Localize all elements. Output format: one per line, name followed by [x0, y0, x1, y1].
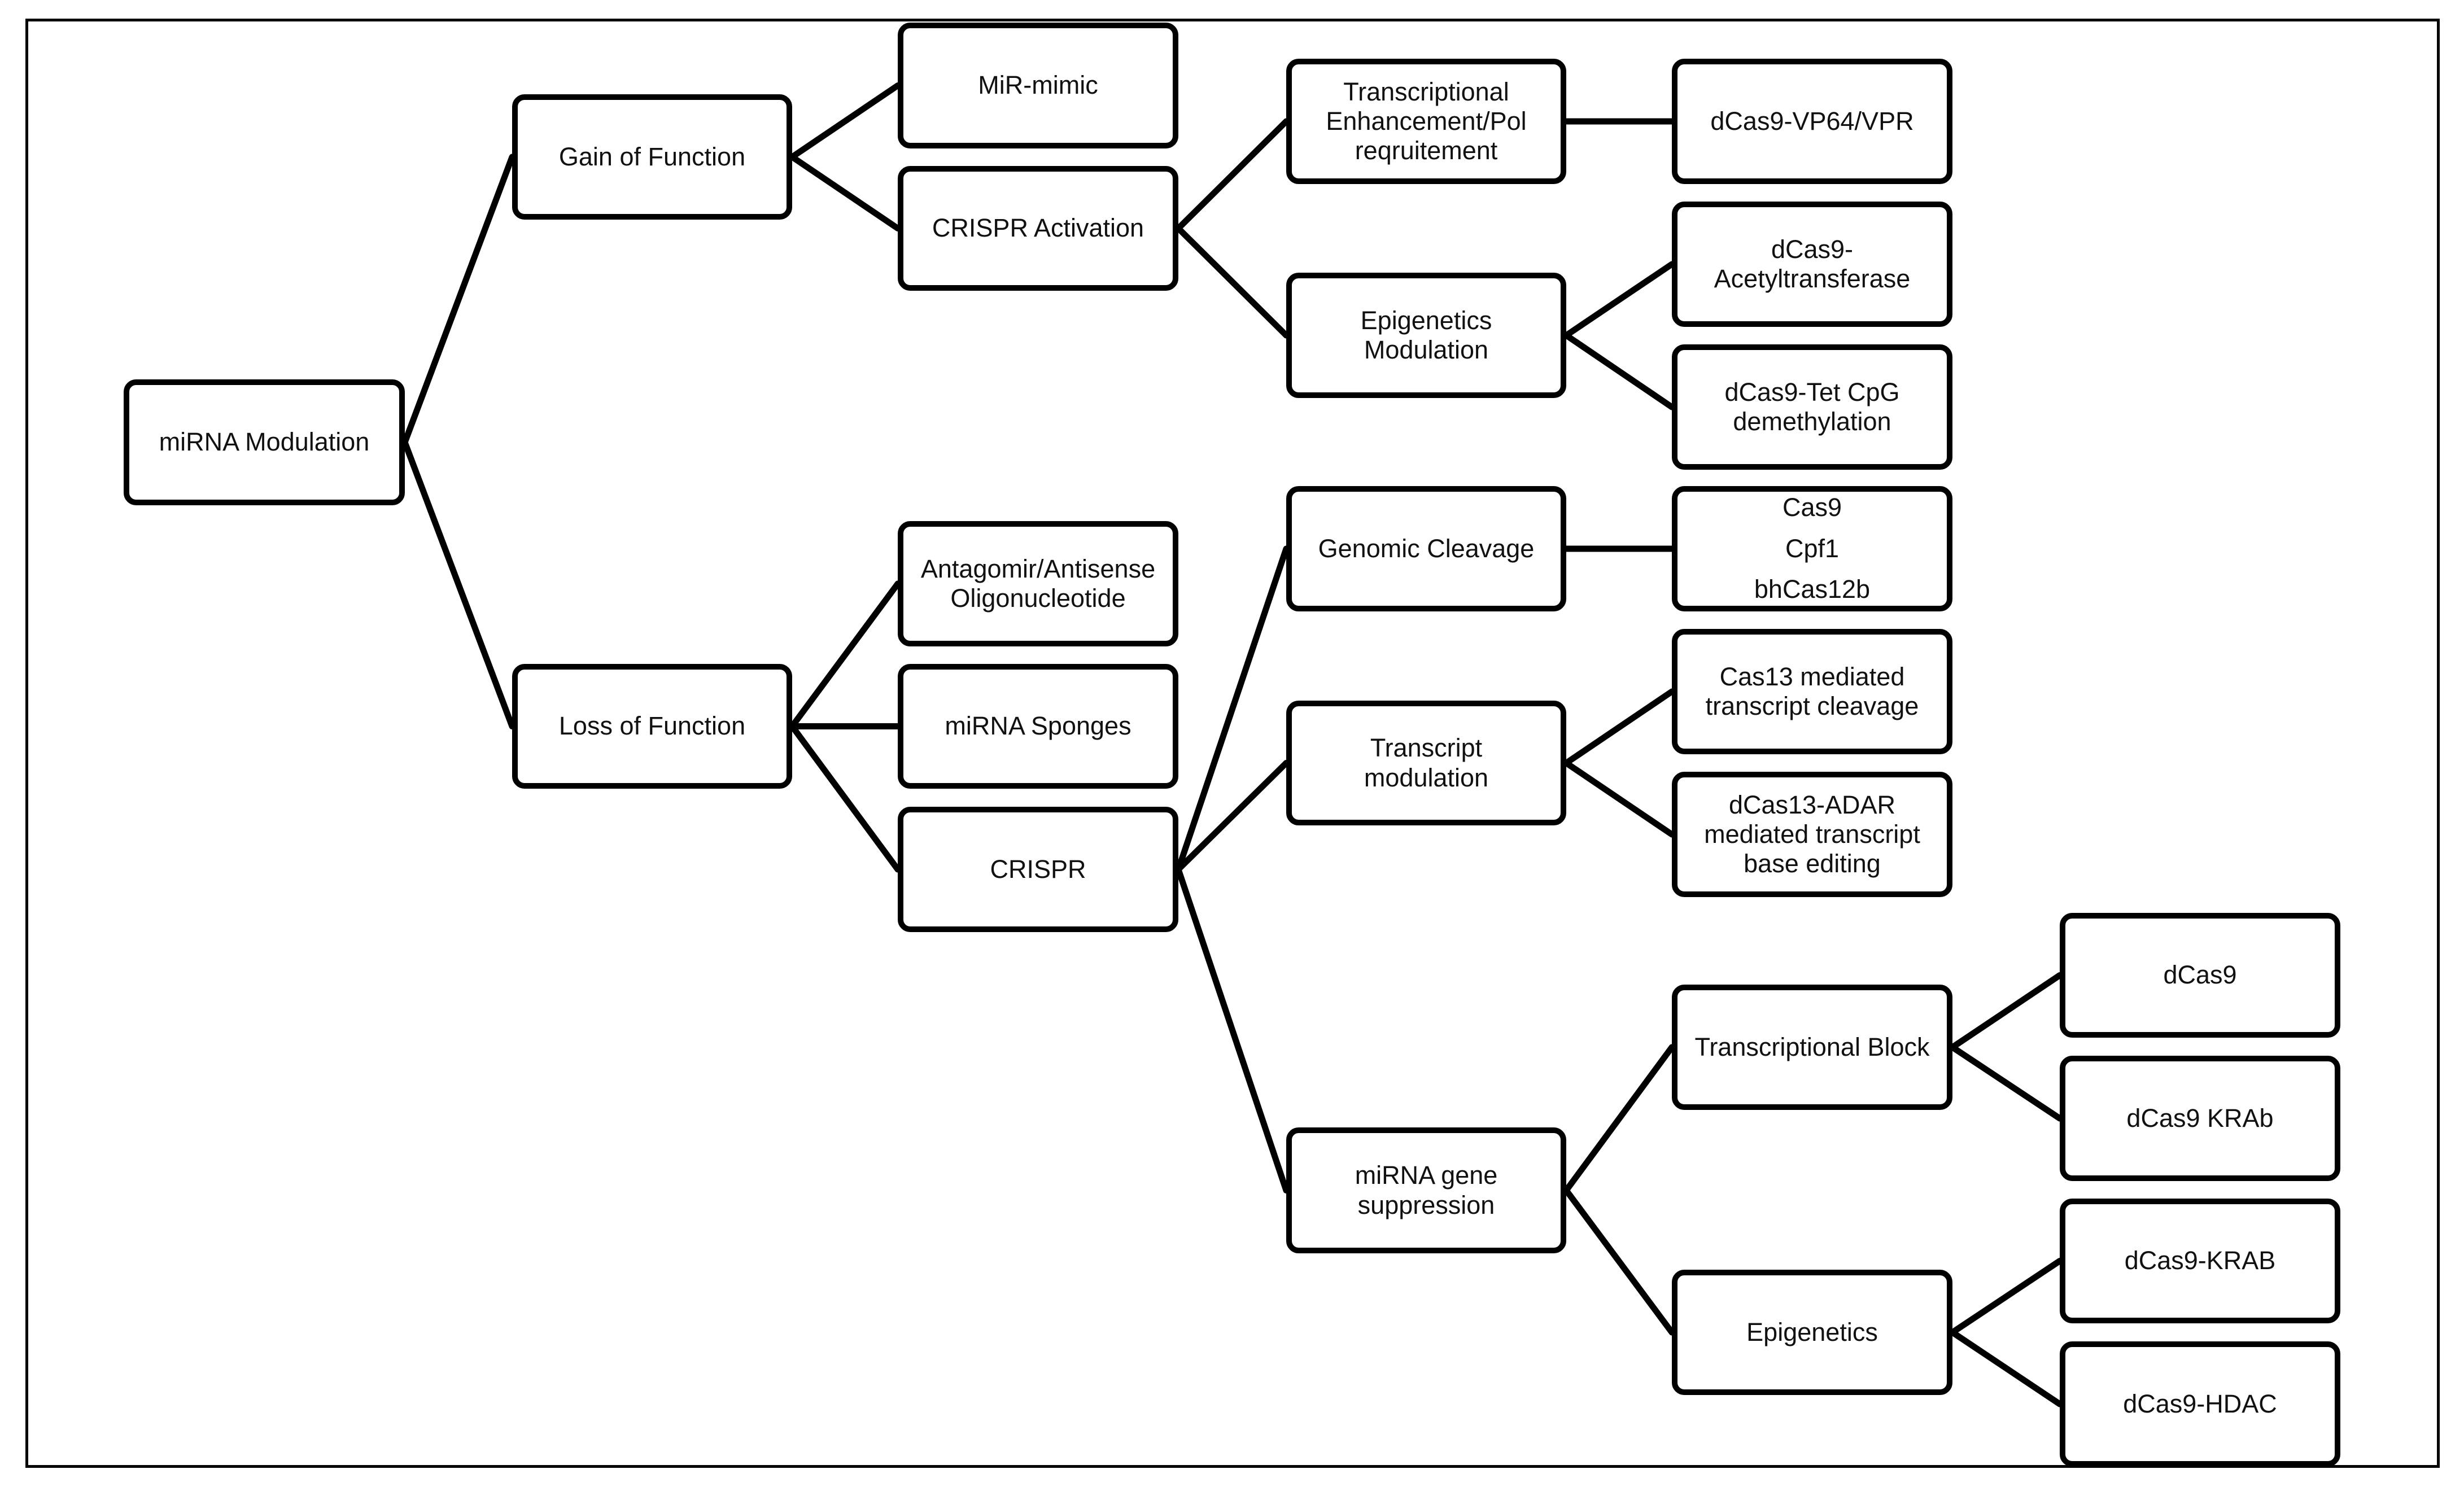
node-transcriptional-block: Transcriptional Block: [1672, 985, 1952, 1110]
connector-gain-mimic: [789, 82, 901, 160]
connector-crispr-suppress: [1175, 866, 1290, 1193]
epig-label-line: Epigenetics: [1746, 1317, 1878, 1346]
antagomir-label-line: Antagomir/Antisense: [920, 554, 1156, 583]
gain-label-line: Gain of Function: [558, 142, 746, 171]
node-dcas9: dCas9: [2060, 913, 2340, 1038]
connector-epig-krab2: [1949, 1258, 2063, 1336]
tmod-label-line: modulation: [1364, 763, 1489, 792]
antagomir-label-line: Oligonucleotide: [950, 584, 1126, 613]
krab2-label-line: dCas9-KRAB: [2124, 1246, 2276, 1275]
connector-epimod-tet: [1563, 332, 1675, 410]
suppress-label-line: miRNA gene: [1355, 1161, 1498, 1190]
suppress-label-line: suppression: [1357, 1190, 1495, 1219]
cas13-label-line: Cas13 mediated: [1719, 662, 1905, 691]
cas9list-label-line: bhCas12b: [1754, 575, 1871, 604]
tmod-label-line: Transcript: [1370, 733, 1483, 763]
node-dcas9-krab-lower: dCas9 KRAb: [2060, 1056, 2340, 1181]
tenh-label-line: Enhancement/Pol: [1326, 106, 1527, 135]
connector-crispr-tmod: [1175, 760, 1290, 873]
crispr-label-line: CRISPR: [990, 854, 1086, 884]
node-dcas9-hdac: dCas9-HDAC: [2060, 1341, 2340, 1467]
connector-tmod-adar: [1563, 760, 1675, 838]
diagram-frame: [25, 19, 2440, 1468]
node-loss-of-function: Loss of Function: [512, 664, 792, 789]
connector-root-gain: [401, 154, 515, 445]
mimic-label-line: MiR-mimic: [978, 71, 1098, 100]
dcas9-label-line: dCas9: [2163, 960, 2237, 990]
node-mir-mimic: MiR-mimic: [898, 23, 1178, 148]
epimod-label-line: Modulation: [1364, 335, 1489, 364]
vp64-label-line: dCas9-VP64/VPR: [1710, 106, 1914, 135]
connector-loss-crispr: [789, 723, 901, 873]
sponges-label-line: miRNA Sponges: [945, 711, 1131, 741]
cas13-label-line: transcript cleavage: [1705, 692, 1919, 720]
node-dcas9-vp64-vpr: dCas9-VP64/VPR: [1672, 59, 1952, 184]
node-epigenetics: Epigenetics: [1672, 1270, 1952, 1395]
tenh-label-line: reqruitement: [1355, 136, 1498, 165]
crispra-label-line: CRISPR Activation: [932, 213, 1144, 243]
cas9list-label-line: Cas9: [1782, 492, 1842, 522]
node-mirna-sponges: miRNA Sponges: [898, 664, 1178, 789]
connector-tblock-krab1: [1949, 1044, 2063, 1122]
cleavage-label-line: Genomic Cleavage: [1318, 534, 1535, 563]
krab1-label-line: dCas9 KRAb: [2126, 1103, 2274, 1133]
connector-root-loss: [401, 439, 515, 729]
node-dcas9-acetyltransferase: dCas9-Acetyltransferase: [1672, 202, 1952, 327]
connector-suppress-epig: [1563, 1187, 1675, 1336]
node-crispr: CRISPR: [898, 807, 1178, 932]
tet-label-line: dCas9-Tet CpG: [1724, 377, 1900, 406]
connector-epig-hdac: [1949, 1329, 2063, 1407]
adar-label-line: dCas13-ADAR: [1728, 790, 1896, 819]
node-crispr-activation: CRISPR Activation: [898, 166, 1178, 291]
connector-epimod-acetyl: [1563, 261, 1675, 339]
connector-suppress-tblock: [1563, 1044, 1675, 1193]
connector-crispra-tenh: [1175, 118, 1290, 231]
adar-label-line: mediated transcript: [1704, 819, 1920, 849]
connector-tmod-cas13: [1563, 688, 1675, 766]
connector-tblock-dcas9: [1949, 972, 2063, 1051]
node-dcas9-krab-upper: dCas9-KRAB: [2060, 1199, 2340, 1323]
connector-loss-antagomir: [789, 580, 901, 729]
hdac-label-line: dCas9-HDAC: [2123, 1389, 2277, 1418]
root-label-line: miRNA Modulation: [159, 427, 370, 457]
node-gain-of-function: Gain of Function: [512, 94, 792, 220]
connector-crispr-cleavage: [1175, 545, 1290, 873]
node-mirna-modulation: miRNA Modulation: [124, 379, 405, 505]
connector-gain-crispra: [789, 154, 901, 231]
epimod-label-line: Epigenetics: [1360, 305, 1492, 335]
acetyl-label-line: Acetyltransferase: [1714, 264, 1911, 293]
loss-label-line: Loss of Function: [558, 711, 746, 741]
tet-label-line: demethylation: [1733, 407, 1891, 436]
node-genomic-cleavage: Genomic Cleavage: [1286, 486, 1566, 611]
adar-label-line: base editing: [1744, 849, 1881, 878]
tenh-label-line: Transcriptional: [1343, 77, 1509, 106]
acetyl-label-line: dCas9-: [1771, 234, 1854, 264]
tblock-label-line: Transcriptional Block: [1694, 1032, 1930, 1061]
cas9list-label-line: Cpf1: [1785, 534, 1840, 563]
connector-crispra-epimod: [1175, 225, 1290, 339]
